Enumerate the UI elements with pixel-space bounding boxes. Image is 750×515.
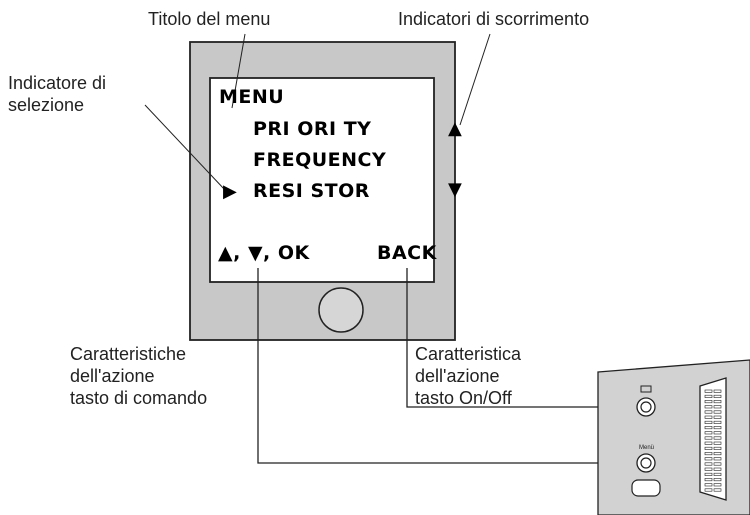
- device-round-button: [318, 287, 364, 333]
- scart-pin: [704, 389, 713, 393]
- menu-knob-outer: [636, 453, 656, 473]
- scart-pin: [704, 441, 713, 445]
- callout-scroll-indicators: Indicatori di scorrimento: [398, 9, 590, 29]
- scart-pin: [704, 483, 713, 487]
- scart-pin: [713, 472, 722, 476]
- scart-connector: [699, 377, 727, 501]
- leader-menu-title: [231, 33, 246, 109]
- scart-pin: [704, 488, 713, 492]
- callout-menu-title: Titolo del menu: [148, 9, 271, 29]
- callout-selection-indicator: Indicatore di selezione: [8, 72, 106, 116]
- scart-pin: [704, 452, 713, 456]
- scart-pin: [713, 394, 722, 398]
- callout-onoff-line-3: tasto On/Off: [415, 388, 512, 408]
- side-device-panel: [597, 359, 750, 515]
- scart-pin: [704, 457, 713, 461]
- leader-selection-indicator: [144, 104, 226, 191]
- scart-pin: [704, 446, 713, 450]
- panel-indicator-slot: [631, 479, 661, 497]
- onoff-knob-inner: [640, 401, 652, 413]
- scart-pin: [704, 394, 713, 398]
- scart-pin: [704, 415, 713, 419]
- scroll-down-icon: ▼: [448, 179, 462, 200]
- scart-pin: [713, 405, 722, 409]
- scart-pin: [713, 441, 722, 445]
- scart-pin: [704, 400, 713, 404]
- scart-pin: [713, 410, 722, 414]
- callout-command-line-3: tasto di comando: [70, 388, 208, 408]
- scart-pin: [704, 405, 713, 409]
- callout-onoff-line-2: dell'azione: [415, 366, 500, 386]
- scart-pin: [713, 400, 722, 404]
- scart-pin: [713, 446, 722, 450]
- menu-button-label: Menü: [639, 445, 654, 451]
- callout-command-key: Caratteristiche dell'azione tasto di com…: [70, 343, 207, 409]
- scart-pin: [704, 467, 713, 471]
- onoff-knob-outer: [636, 397, 656, 417]
- onoff-symbol: [640, 385, 652, 393]
- display-item-priority[interactable]: PRI ORI TY: [253, 118, 372, 140]
- display-item-resistor[interactable]: RESI STOR: [253, 180, 370, 202]
- scart-pin: [704, 462, 713, 466]
- scart-pin: [704, 472, 713, 476]
- scart-pin: [704, 431, 713, 435]
- leader-command-key: [257, 268, 638, 464]
- scart-pins: [704, 389, 722, 492]
- scart-pin: [713, 426, 722, 430]
- leader-scroll-indicators: [459, 33, 491, 126]
- scart-pin: [713, 478, 722, 482]
- scart-pin: [713, 431, 722, 435]
- scart-pin: [704, 436, 713, 440]
- callout-onoff-line-1: Caratteristica: [415, 344, 522, 364]
- scart-pin: [713, 467, 722, 471]
- scart-pin: [713, 462, 722, 466]
- scart-pin: [713, 415, 722, 419]
- display-screen: [209, 77, 435, 283]
- scart-pin: [713, 420, 722, 424]
- callout-onoff-key: Caratteristica dell'azione tasto On/Off: [415, 343, 521, 409]
- menu-knob-inner: [640, 457, 652, 469]
- callout-selection-line-1: Indicatore di: [8, 73, 107, 93]
- scart-pin: [704, 410, 713, 414]
- callout-command-line-1: Caratteristiche: [70, 344, 187, 364]
- scart-pin: [713, 488, 722, 492]
- scart-pin: [713, 457, 722, 461]
- scroll-up-icon: ▲: [448, 118, 462, 139]
- softkey-right-label: BACK: [377, 242, 437, 264]
- scart-pin: [713, 483, 722, 487]
- scart-pin: [713, 452, 722, 456]
- callout-selection-line-2: selezione: [8, 95, 85, 115]
- scart-pin: [713, 436, 722, 440]
- scart-pin: [704, 426, 713, 430]
- softkey-left-label: ▲, ▼, OK: [218, 242, 310, 264]
- selection-marker-icon: ▶: [223, 181, 237, 202]
- scart-pin: [704, 478, 713, 482]
- leader-onoff-key: [406, 268, 638, 408]
- scart-pin: [713, 389, 722, 393]
- display-title: MENU: [219, 86, 285, 108]
- scart-pin: [704, 420, 713, 424]
- display-item-frequency[interactable]: FREQUENCY: [253, 149, 387, 171]
- callout-command-line-2: dell'azione: [70, 366, 155, 386]
